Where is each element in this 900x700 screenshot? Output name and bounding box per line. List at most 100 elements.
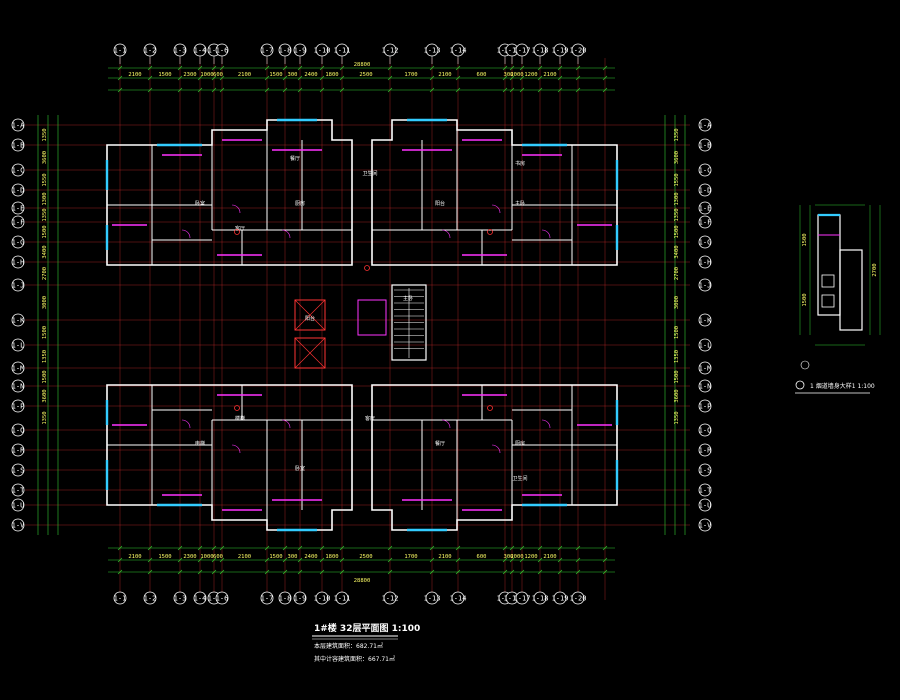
room-label: 主卧 [403, 295, 413, 302]
room-label: 餐厅 [435, 440, 445, 447]
room-label: 客厅 [235, 225, 245, 232]
room-label: 电梯 [195, 440, 205, 447]
dim-tick [575, 65, 581, 71]
dim-tick [509, 557, 515, 563]
dim-tick [177, 569, 183, 575]
axis-bubble-right [698, 201, 712, 215]
axis-bubble-bottom [113, 591, 127, 605]
axis-label-top: 1-13 [424, 47, 441, 55]
room-label: 卫生间 [362, 170, 377, 177]
dim-tick [297, 569, 303, 575]
dim-tick [602, 65, 608, 71]
axis-label-bottom: 1-2 [144, 595, 157, 603]
dim-tick [602, 545, 608, 551]
axis-label-bottom: 1-5 [208, 595, 221, 603]
axis-bubble-left [11, 118, 25, 132]
left-dim-text: 1300 [42, 192, 48, 205]
axis-label-left: 1-N [12, 383, 25, 391]
dim-tick [147, 75, 153, 81]
axis-bubble-left [11, 163, 25, 177]
dim-tick [502, 87, 508, 93]
bottom-dim-text: 1000 [200, 554, 213, 560]
dim-tick [177, 75, 183, 81]
axis-label-bottom: 1-6 [216, 595, 229, 603]
axis-bubble-left [11, 379, 25, 393]
elevator-shaft-1 [294, 299, 326, 331]
dim-tick [264, 569, 270, 575]
elevator-cross [294, 337, 326, 369]
axis-bubble-bottom [533, 591, 547, 605]
dim-tick [219, 557, 225, 563]
dim-tick [455, 87, 461, 93]
dim-tick [602, 75, 608, 81]
room-label: 厨房 [515, 440, 525, 447]
dimension-text: 2100210015001500230023001000100060060021… [42, 62, 680, 584]
left-dim-text: 3600 [42, 389, 48, 402]
axis-bubble-right [698, 463, 712, 477]
axis-label-right: 1-B [699, 142, 712, 150]
axis-label-top: 1-8 [279, 47, 292, 55]
axis-label-bottom: 1-10 [314, 595, 331, 603]
top-dim-text: 2100 [238, 72, 251, 78]
axis-label-top: 1-16 [504, 47, 521, 55]
dim-tick [509, 545, 515, 551]
axis-label-bottom: 1-8 [279, 595, 292, 603]
right-dim-text: 1500 [674, 370, 680, 383]
axis-bubble-bottom [278, 591, 292, 605]
dim-tick [197, 87, 203, 93]
axis-bubble-bottom [173, 591, 187, 605]
dim-tick [509, 569, 515, 575]
axis-bubble-right [698, 443, 712, 457]
axis-bubble-right [698, 235, 712, 249]
dim-tick [282, 87, 288, 93]
axis-bubble-left [11, 463, 25, 477]
dim-tick [264, 65, 270, 71]
bottom-dim-text: 1200 [524, 554, 537, 560]
bottom-dim-text: 1500 [158, 554, 171, 560]
dim-tick [211, 545, 217, 551]
axis-label-right: 1-A [699, 122, 712, 130]
axis-label-left: 1-H [12, 259, 25, 267]
unit-door-swing [441, 419, 451, 429]
dim-tick [211, 557, 217, 563]
axis-bubble-left [11, 201, 25, 215]
dim-tick [602, 569, 608, 575]
dim-tick [339, 557, 345, 563]
axis-label-bottom: 1-18 [532, 595, 549, 603]
axis-bubble-left [11, 183, 25, 197]
axis-label-left: 1-R [12, 447, 25, 455]
detail-flue-1 [821, 274, 835, 288]
axis-bubble-left [11, 255, 25, 269]
axis-label-left: 1-J [12, 282, 25, 290]
unit-door-swing [541, 419, 551, 429]
area-note-1: 本层建筑面积：682.71㎡ [314, 642, 383, 650]
right-dim-text: 3600 [674, 151, 680, 164]
dim-tick [519, 65, 525, 71]
dim-tick [297, 545, 303, 551]
left-dim-text: 1350 [42, 128, 48, 141]
dim-tick [297, 75, 303, 81]
axis-label-top: 1-12 [382, 47, 399, 55]
axis-label-left: 1-P [12, 403, 25, 411]
axis-label-left: 1-Q [12, 427, 25, 435]
dim-tick [502, 75, 508, 81]
unit-door-swing [441, 229, 451, 239]
unit-door-swing [491, 444, 501, 454]
dim-tick [319, 87, 325, 93]
axis-bubble-right [698, 518, 712, 532]
dim-tick [297, 557, 303, 563]
axis-label-bottom: 1-12 [382, 595, 399, 603]
dim-tick [519, 545, 525, 551]
axis-label-top: 1-3 [174, 47, 187, 55]
axis-label-top: 1-14 [450, 47, 467, 55]
dim-tick [319, 75, 325, 81]
left-dim-text: 1500 [42, 326, 48, 339]
axis-label-top: 1-2 [144, 47, 157, 55]
dim-tick [339, 75, 345, 81]
unit-outer-wall [371, 119, 618, 266]
axis-bubble-bottom [293, 591, 307, 605]
axis-label-right: 1-R [699, 447, 712, 455]
axis-label-bottom: 1-4 [194, 595, 207, 603]
